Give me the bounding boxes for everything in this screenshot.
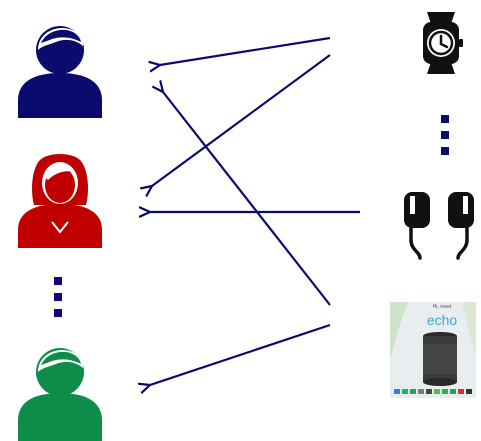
amazon-echo-icon bbox=[390, 302, 476, 398]
arrow-speaker-to-user3 bbox=[150, 323, 331, 385]
arrow-watch-to-user1 bbox=[160, 36, 331, 65]
user-navy-icon bbox=[18, 26, 102, 118]
echo-small-text: Hi, meet bbox=[432, 304, 452, 310]
arrows bbox=[150, 36, 360, 385]
user-green-icon bbox=[18, 348, 102, 441]
users-ellipsis bbox=[54, 277, 62, 317]
arrow-speaker-to-user1 bbox=[163, 92, 331, 306]
user-red-icon bbox=[18, 154, 102, 248]
devices-ellipsis bbox=[441, 115, 449, 155]
echo-brand-text: echo bbox=[426, 312, 458, 328]
arrow-watch-to-user2 bbox=[152, 54, 331, 186]
earbuds-icon bbox=[404, 192, 474, 260]
smartwatch-icon bbox=[423, 12, 463, 74]
